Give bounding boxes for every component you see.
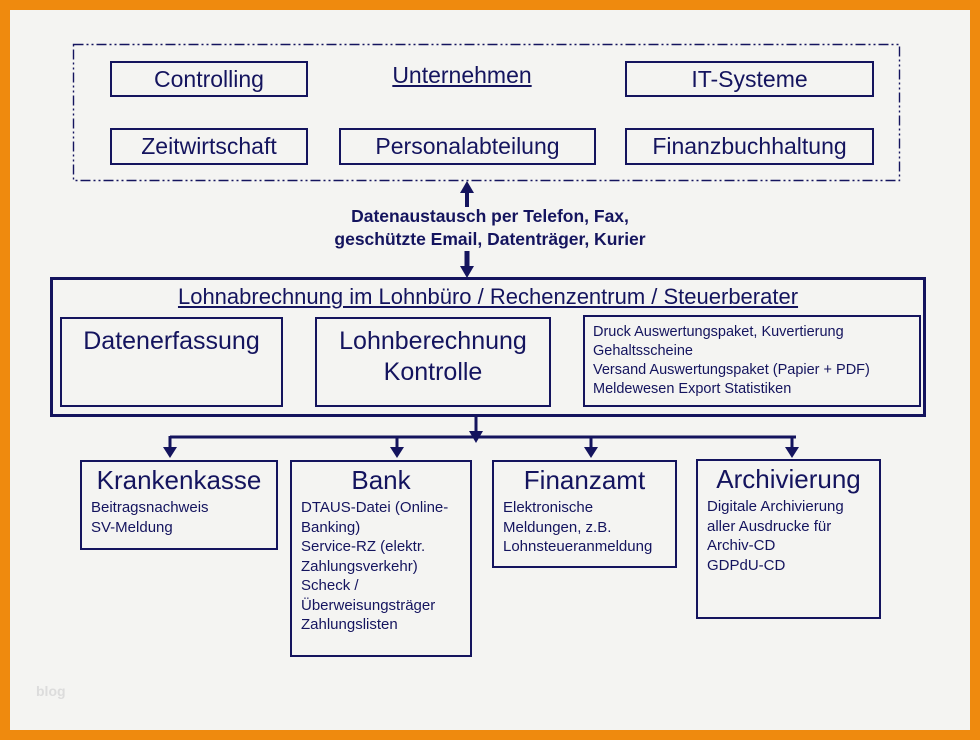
box-archivierung-title: Archivierung xyxy=(716,464,861,494)
drop-finanzamt-head-icon xyxy=(584,447,598,458)
box-archivierung-body: Digitale Archivierung aller Ausdrucke fü… xyxy=(698,496,879,575)
box-zeitwirtschaft: Zeitwirtschaft xyxy=(110,128,308,165)
arrow-down-head-icon xyxy=(460,266,474,278)
exchange-note: Datenaustausch per Telefon, Fax, geschüt… xyxy=(240,205,740,251)
finanzamt-line: Lohnsteueranmeldung xyxy=(503,538,653,555)
finanzamt-line: Elektronische xyxy=(503,499,594,516)
watermark-text: blog xyxy=(36,683,66,699)
box-krankenkasse: Krankenkasse Beitragsnachweis SV-Meldung xyxy=(80,460,278,550)
box-archivierung: Archivierung Digitale Archivierung aller… xyxy=(696,459,881,619)
drop-archivierung-head-icon xyxy=(785,447,799,458)
output-line4: Meldewesen Export Statistiken xyxy=(593,381,792,397)
box-bank-body: DTAUS-Datei (Online- Banking) Service-RZ… xyxy=(292,497,470,635)
archivierung-line: Archiv-CD xyxy=(707,537,776,554)
company-group-title: Unternehmen xyxy=(392,62,532,88)
bank-line: Zahlungslisten xyxy=(301,616,398,633)
box-finanzamt-body: Elektronische Meldungen, z.B. Lohnsteuer… xyxy=(494,497,675,557)
box-controlling: Controlling xyxy=(110,61,308,97)
company-group-dashed-frame xyxy=(72,43,901,182)
box-it-systeme-label: IT-Systeme xyxy=(691,65,808,92)
krankenkasse-line: Beitragsnachweis xyxy=(91,499,209,516)
bank-line: Scheck / xyxy=(301,577,359,594)
bank-line: Zahlungsverkehr) xyxy=(301,557,418,575)
box-datenerfassung: Datenerfassung xyxy=(60,317,283,407)
krankenkasse-line: SV-Meldung xyxy=(91,518,173,536)
box-bank: Bank DTAUS-Datei (Online- Banking) Servi… xyxy=(290,460,472,657)
finanzamt-line: Meldungen, z.B. xyxy=(503,518,612,536)
output-line2: Gehaltsscheine xyxy=(593,343,693,359)
arrow-up-head-icon xyxy=(460,181,474,193)
box-finanzbuchhaltung-label: Finanzbuchhaltung xyxy=(652,133,847,159)
archivierung-line: GDPdU-CD xyxy=(707,556,786,574)
box-it-systeme: IT-Systeme xyxy=(625,61,874,97)
payroll-title: Lohnabrechnung im Lohnbüro / Rechenzentr… xyxy=(177,284,799,309)
bank-line: Überweisungsträger xyxy=(301,596,436,614)
bank-line: DTAUS-Datei (Online- xyxy=(301,499,449,516)
archivierung-line: Digitale Archivierung xyxy=(707,498,844,515)
box-lohnberechnung-line1: Lohnberechnung xyxy=(339,327,527,355)
box-personalabteilung-label: Personalabteilung xyxy=(375,133,560,159)
drop-krankenkasse-head-icon xyxy=(163,447,177,458)
box-bank-title: Bank xyxy=(351,465,411,495)
output-line3: Versand Auswertungspaket (Papier + PDF) xyxy=(593,362,870,378)
box-lohnberechnung-line2: Kontrolle xyxy=(383,358,483,386)
archivierung-line: aller Ausdrucke für xyxy=(707,517,832,535)
box-finanzamt-title: Finanzamt xyxy=(523,465,646,495)
box-zeitwirtschaft-label: Zeitwirtschaft xyxy=(141,133,277,159)
box-krankenkasse-body: Beitragsnachweis SV-Meldung xyxy=(82,497,276,537)
bank-line: Banking) xyxy=(301,518,361,536)
box-lohnberechnung: Lohnberechnung Kontrolle xyxy=(315,317,551,407)
box-krankenkasse-title: Krankenkasse xyxy=(96,465,262,495)
exchange-note-line2: geschützte Email, Datenträger, Kurier xyxy=(334,229,646,249)
box-personalabteilung: Personalabteilung xyxy=(339,128,596,165)
box-controlling-label: Controlling xyxy=(154,65,264,92)
drop-bank-head-icon xyxy=(390,447,404,458)
output-line1: Druck Auswertungspaket, Kuvertierung xyxy=(593,324,844,340)
bank-line: Service-RZ (elektr. xyxy=(301,538,426,555)
exchange-note-line1: Datenaustausch per Telefon, Fax, xyxy=(351,206,629,226)
payroll-box: Lohnabrechnung im Lohnbüro / Rechenzentr… xyxy=(50,277,926,417)
box-finanzamt: Finanzamt Elektronische Meldungen, z.B. … xyxy=(492,460,677,568)
box-datenerfassung-label: Datenerfassung xyxy=(83,327,260,355)
box-finanzbuchhaltung: Finanzbuchhaltung xyxy=(625,128,874,165)
box-output-tasks: Druck Auswertungspaket, Kuvertierung Geh… xyxy=(583,315,921,407)
